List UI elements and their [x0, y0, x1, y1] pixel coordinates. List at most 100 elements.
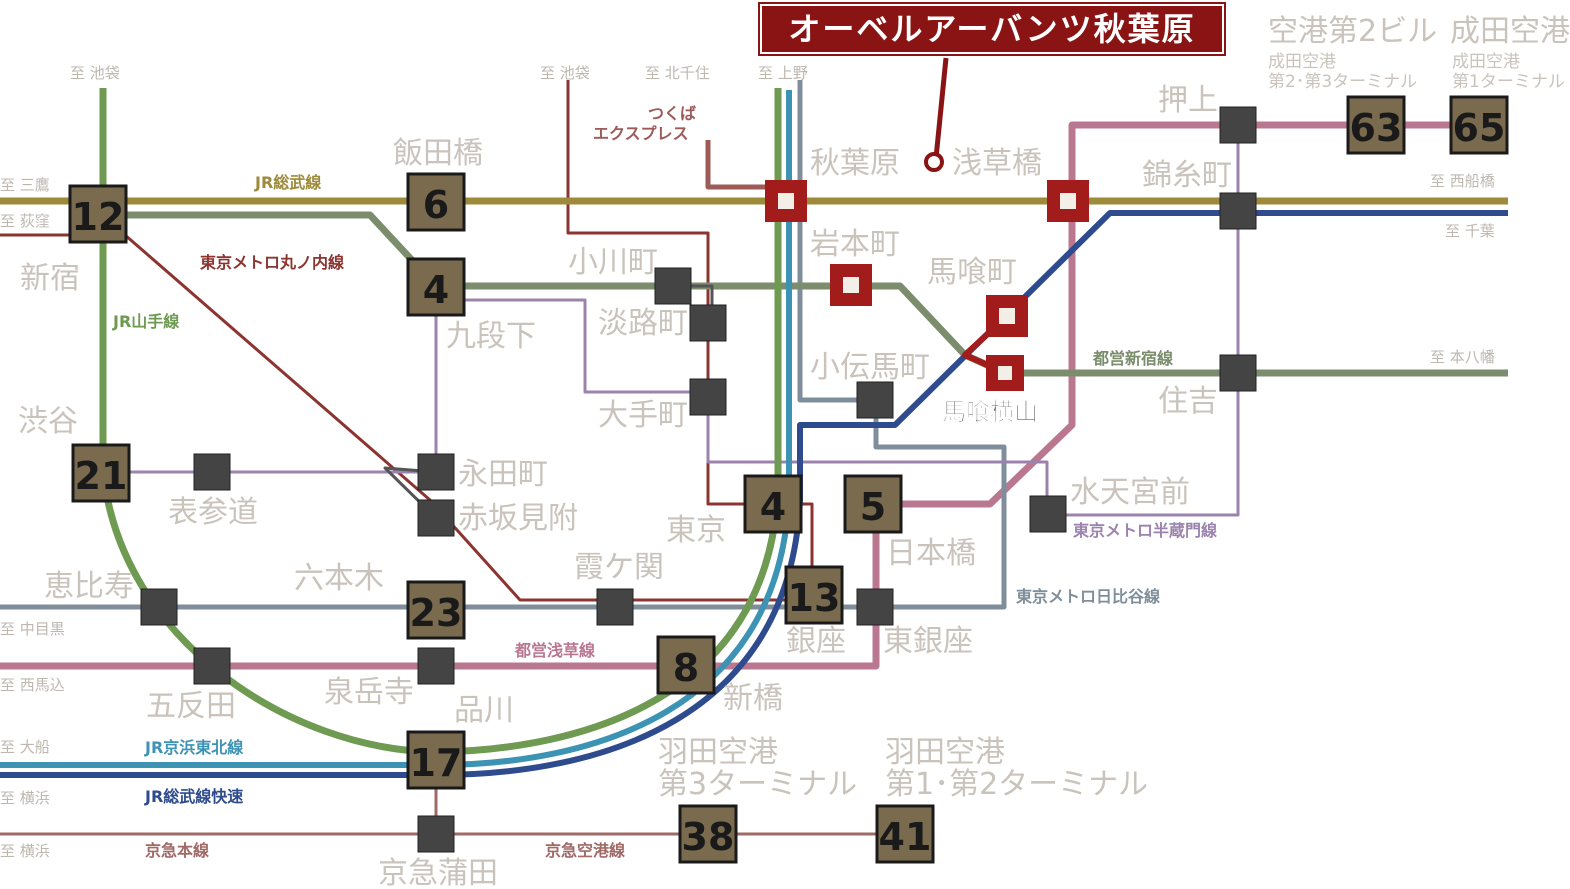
station-kinshicho: 錦糸町 — [1142, 158, 1232, 193]
time-shimbashi: 8 — [656, 635, 716, 695]
dest-yokohama-2: 至 横浜 — [0, 842, 50, 860]
time-shibuya: 21 — [71, 443, 131, 503]
station-akasakamitsuke: 赤坂見附 — [458, 501, 578, 536]
marker-keikyukamata — [417, 815, 455, 853]
station-tokyo: 東京 — [666, 513, 726, 548]
svg-text:13: 13 — [788, 576, 841, 620]
marker-nagatacho — [417, 453, 455, 491]
label-keikyu-main: 京急本線 — [145, 841, 209, 860]
station-nihonbashi: 日本橋 — [886, 536, 976, 571]
station-otemachi: 大手町 — [598, 398, 688, 433]
time-iidabashi: 6 — [406, 172, 466, 232]
station-ginza: 銀座 — [786, 624, 846, 659]
marker-suitengumae — [1029, 495, 1067, 533]
label-yamanote: JR山手線 — [112, 312, 179, 331]
akihabara-pin — [924, 152, 944, 172]
station-haneda12-b: 第1･第2ターミナル — [885, 767, 1148, 802]
svg-text:4: 4 — [423, 268, 449, 312]
marker-sumiyoshi — [1219, 354, 1257, 392]
label-tsukuba-1: つくば — [648, 104, 696, 123]
station-iidabashi: 飯田橋 — [393, 136, 483, 171]
pin-line — [933, 57, 949, 159]
station-higashiginza: 東銀座 — [883, 624, 973, 659]
time-shinagawa: 17 — [406, 730, 466, 790]
target-bakuroyokoyama — [986, 355, 1024, 391]
dest-ikebukuro: 至 池袋 — [70, 64, 120, 82]
hibiya-line — [0, 80, 1007, 610]
label-jr-sobu: JR総武線 — [254, 173, 321, 192]
station-haneda3-a: 羽田空港 — [658, 735, 778, 770]
station-akihabara: 秋葉原 — [810, 146, 900, 181]
time-haneda3: 38 — [678, 804, 738, 864]
jr-keihin-line — [0, 90, 792, 768]
svg-text:21: 21 — [75, 454, 128, 498]
marunouchi-line — [0, 80, 814, 602]
station-narita2: 空港第2ビル — [1268, 14, 1437, 49]
label-keikyu-airport: 京急空港線 — [545, 841, 625, 860]
dest-ikebukuro-2: 至 池袋 — [540, 64, 590, 82]
marker-gotanda — [193, 647, 231, 685]
time-shinjuku: 12 — [68, 184, 128, 244]
dest-nishifunabashi: 至 西船橋 — [1430, 172, 1495, 190]
station-kasumigaseki: 霞ケ関 — [574, 550, 664, 585]
dest-kitasenju: 至 北千住 — [645, 64, 710, 82]
station-awajicho: 淡路町 — [598, 306, 688, 341]
svg-text:65: 65 — [1453, 106, 1506, 150]
time-tokyo: 4 — [743, 474, 803, 534]
dest-ofuna: 至 大船 — [0, 738, 50, 756]
svg-text:63: 63 — [1350, 106, 1403, 150]
svg-text:23: 23 — [410, 591, 463, 635]
station-roppongi: 六本木 — [294, 561, 384, 596]
dest-mitaka: 至 三鷹 — [0, 176, 50, 194]
time-nihonbashi: 5 — [843, 474, 903, 534]
asakusa-line — [0, 121, 1480, 670]
station-bakuroyokoyama: 馬喰横山 — [942, 398, 1038, 426]
label-shinjuku-line: 都営新宿線 — [1092, 349, 1173, 368]
svg-text:17: 17 — [410, 741, 463, 785]
svg-text:6: 6 — [423, 183, 449, 227]
marker-kinshicho — [1219, 192, 1257, 230]
marker-oshiage — [1219, 106, 1257, 144]
label-asakusa: 都営浅草線 — [514, 641, 595, 660]
dest-ogikubo: 至 荻窪 — [0, 212, 50, 230]
label-keihin: JR京浜東北線 — [144, 738, 243, 757]
station-haneda12-a: 羽田空港 — [885, 735, 1005, 770]
station-haneda3-b: 第3ターミナル — [658, 767, 857, 802]
station-ogawamachi: 小川町 — [568, 245, 658, 280]
target-asakusabashi — [1047, 180, 1089, 222]
svg-text:41: 41 — [879, 815, 932, 859]
station-sengakuji: 泉岳寺 — [324, 675, 414, 710]
property-title: オーベルアーバンツ秋葉原 — [758, 2, 1226, 56]
marker-otemachi — [689, 378, 727, 416]
time-narita2: 63 — [1346, 95, 1406, 155]
svg-text:38: 38 — [682, 815, 735, 859]
time-kudanshita: 4 — [406, 257, 466, 317]
marker-awajicho — [689, 304, 727, 342]
station-iwamotocho: 岩本町 — [810, 227, 900, 262]
label-marunouchi: 東京メトロ丸ノ内線 — [200, 253, 344, 272]
label-sobu-rapid: JR総武線快速 — [144, 787, 243, 806]
dest-nishimagome: 至 西馬込 — [0, 676, 65, 694]
station-kodenmacho: 小伝馬町 — [810, 350, 930, 385]
station-nagatacho: 永田町 — [458, 457, 548, 492]
shinjuku-line — [100, 211, 1508, 377]
station-shinjuku: 新宿 — [20, 261, 80, 296]
marker-akasakamitsuke — [417, 499, 455, 537]
target-bakurocho — [986, 295, 1028, 337]
station-narita2-sub-b: 第2･第3ターミナル — [1268, 72, 1417, 92]
station-kudanshita: 九段下 — [446, 319, 536, 354]
station-omotesando: 表参道 — [168, 495, 258, 530]
svg-text:12: 12 — [72, 195, 125, 239]
dest-yokohama: 至 横浜 — [0, 789, 50, 807]
marker-ogawamachi — [654, 267, 692, 305]
station-keikyukamata: 京急蒲田 — [378, 856, 498, 889]
tsukuba-line — [705, 140, 785, 190]
marker-ebisu — [140, 588, 178, 626]
station-narita1-sub-a: 成田空港 — [1452, 52, 1520, 72]
time-haneda12: 41 — [875, 804, 935, 864]
label-hibiya: 東京メトロ日比谷線 — [1016, 587, 1160, 606]
dest-motoyawata: 至 本八幡 — [1430, 348, 1495, 366]
time-roppongi: 23 — [406, 580, 466, 640]
dest-ueno: 至 上野 — [758, 64, 808, 82]
